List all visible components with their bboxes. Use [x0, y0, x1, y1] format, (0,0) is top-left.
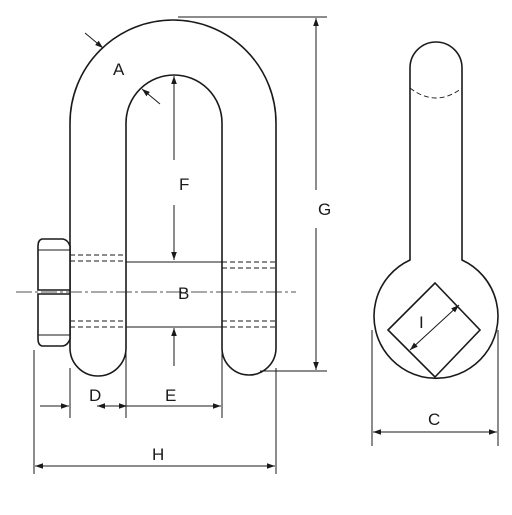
- label-e: E: [165, 386, 176, 405]
- dimension-labels: A F B G D E H C I: [89, 60, 440, 464]
- dimension-lines: [33, 16, 499, 474]
- label-d: D: [89, 386, 101, 405]
- pin-hex-head: [37, 238, 71, 347]
- label-h: H: [152, 445, 164, 464]
- shackle-bow: [69, 19, 277, 377]
- shackle-pin: [70, 254, 276, 328]
- label-g: G: [318, 200, 331, 219]
- label-f: F: [179, 175, 189, 194]
- label-i: I: [419, 313, 424, 332]
- label-c: C: [428, 410, 440, 429]
- shackle-side-view: [373, 41, 499, 380]
- side-view-outline: [373, 41, 499, 380]
- label-a: A: [113, 60, 125, 79]
- label-b: B: [178, 284, 189, 303]
- shackle-front-view: [16, 19, 296, 377]
